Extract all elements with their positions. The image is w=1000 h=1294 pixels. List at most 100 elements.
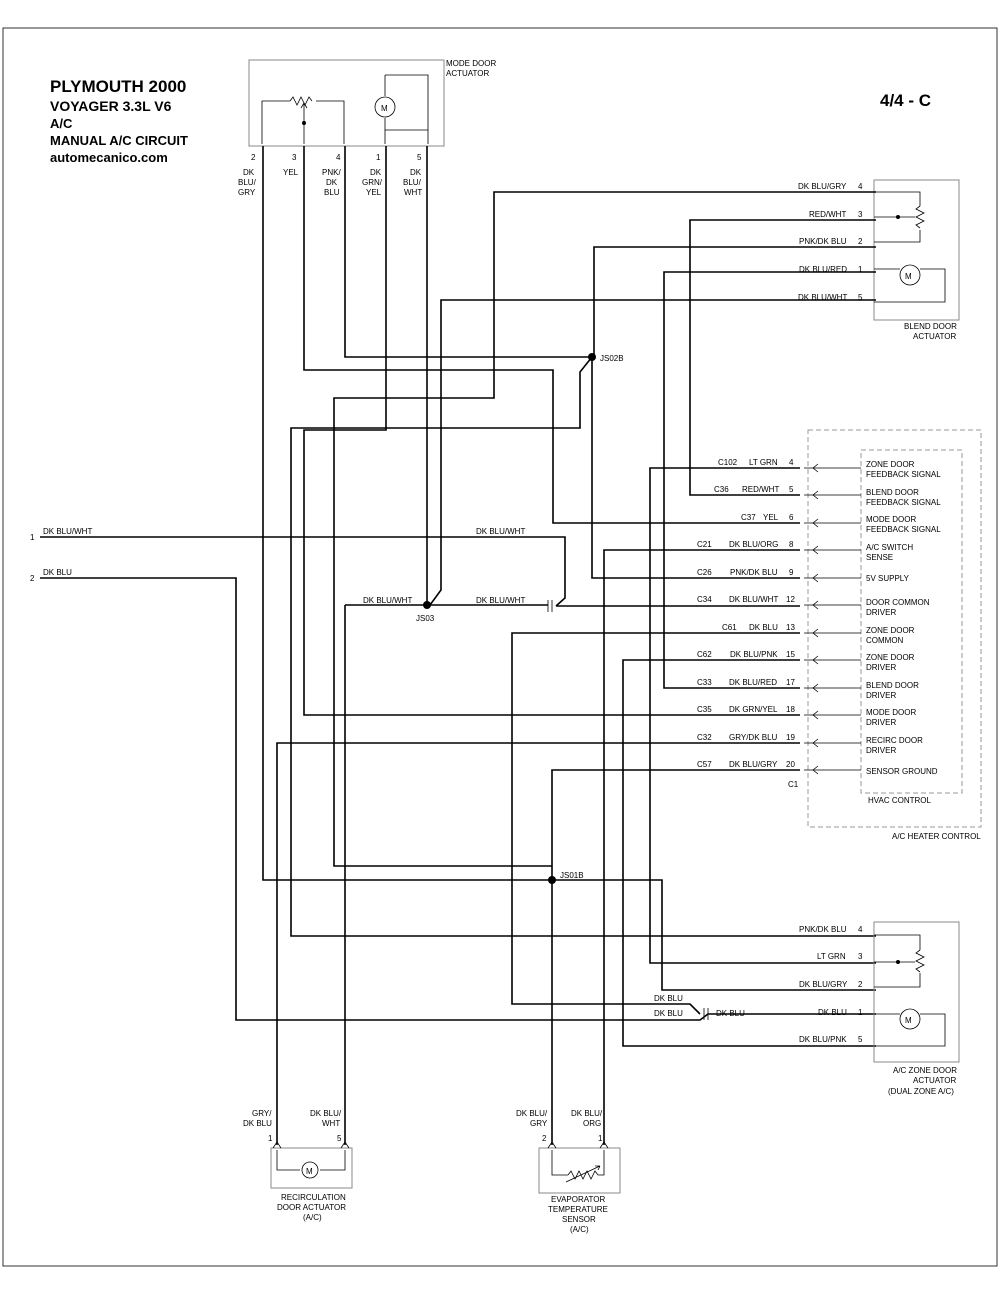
label: DOOR COMMON [866, 598, 930, 607]
label: FEEDBACK SIGNAL [866, 525, 941, 534]
label: C57 [697, 760, 712, 769]
wire-label: DK BLU/ [571, 1109, 603, 1118]
label: DK GRN/YEL [729, 705, 778, 714]
label: C61 [722, 623, 737, 632]
ac-heater-control-box [807, 429, 982, 828]
label: DK BLU/GRY [729, 760, 778, 769]
wire-label: WHT [322, 1119, 340, 1128]
wire-label: YEL [283, 168, 299, 177]
splice-js03: JS03 [416, 614, 435, 623]
zone-door-name3: (DUAL ZONE A/C) [888, 1087, 954, 1096]
label: DRIVER [866, 663, 896, 672]
blend-door-actuator: M [873, 179, 960, 321]
label: C35 [697, 705, 712, 714]
evap-name4: (A/C) [570, 1225, 589, 1234]
mode-pin: 1 [376, 153, 381, 162]
zone-motor-icon [899, 1008, 921, 1030]
recirc-motor-icon [301, 1161, 319, 1179]
mode-door-actuator: MODE DOOR ACTUATOR M [248, 59, 496, 147]
recirc-door-actuator: M [270, 1141, 353, 1189]
label: 20 [786, 760, 795, 769]
label: 19 [786, 733, 795, 742]
label: 9 [789, 568, 794, 577]
label: FEEDBACK SIGNAL [866, 470, 941, 479]
wire-label: GRY [238, 188, 256, 197]
label: MODE DOOR [866, 515, 916, 524]
splice-js02b: JS02B [600, 354, 624, 363]
zone-pin: 3 [858, 952, 863, 961]
splice-js03-dot [423, 601, 431, 609]
evap-name2: TEMPERATURE [548, 1205, 608, 1214]
label: SENSOR GROUND [866, 767, 938, 776]
label: DK BLU [749, 623, 778, 632]
splice-js02b-dot [588, 353, 596, 361]
wire-label: WHT [404, 188, 422, 197]
label: 4 [789, 458, 794, 467]
title-system: A/C [50, 116, 73, 131]
splice-js01b: JS01B [560, 871, 584, 880]
left-conn-wire: DK BLU [43, 568, 72, 577]
page-reference: 4/4 - C [880, 91, 931, 110]
wire-label: DK BLU/ [310, 1109, 342, 1118]
label: C21 [697, 540, 712, 549]
label: 6 [789, 513, 794, 522]
zone-door-actuator: M [873, 921, 960, 1063]
label: C34 [697, 595, 712, 604]
zone-wire: PNK/DK BLU [799, 925, 847, 934]
blend-pin: 3 [858, 210, 863, 219]
motor-label: M [905, 1016, 912, 1025]
title-circuit: MANUAL A/C CIRCUIT [50, 133, 188, 148]
mode-pin: 5 [417, 153, 422, 162]
label: DK BLU/ORG [729, 540, 778, 549]
label: 17 [786, 678, 795, 687]
label: C32 [697, 733, 712, 742]
evap-temp-sensor [538, 1141, 621, 1194]
title-model: VOYAGER 3.3L V6 [50, 98, 172, 114]
motor-label: M [905, 272, 912, 281]
wire-label: PNK/ [322, 168, 341, 177]
label: ZONE DOOR [866, 653, 915, 662]
label: C102 [718, 458, 738, 467]
blend-pin: 2 [858, 237, 863, 246]
blend-wire: DK BLU/GRY [798, 182, 847, 191]
label: 8 [789, 540, 794, 549]
label: 15 [786, 650, 795, 659]
wire-label: DK BLU [243, 1119, 272, 1128]
label: 12 [786, 595, 795, 604]
wire-label: GRY [530, 1119, 548, 1128]
wire-label: ORG [583, 1119, 601, 1128]
mode-door-name2: ACTUATOR [446, 69, 489, 78]
zone-wire: LT GRN [817, 952, 846, 961]
motor-label: M [381, 104, 388, 113]
evap-name3: SENSOR [562, 1215, 596, 1224]
blend-wire: DK BLU/WHT [798, 293, 847, 302]
hvac-row: C57 DK BLU/GRY 20 SENSOR GROUND [697, 760, 938, 776]
wire-label: BLU/ [238, 178, 257, 187]
label: C37 [741, 513, 756, 522]
label: DK BLU/WHT [729, 595, 778, 604]
wire-label: DK [243, 168, 255, 177]
wire-label: DK BLU/WHT [363, 596, 412, 605]
recirc-name1: RECIRCULATION [281, 1193, 346, 1202]
blend-door-name1: BLEND DOOR [904, 322, 957, 331]
ac-heater-control-label: A/C HEATER CONTROL [892, 832, 981, 841]
label: GRY/DK BLU [729, 733, 778, 742]
zone-wire: DK BLU [818, 1008, 847, 1017]
zone-door-name1: A/C ZONE DOOR [893, 1066, 957, 1075]
wire-label: DK BLU/WHT [476, 527, 525, 536]
label: SENSE [866, 553, 893, 562]
hvac-control-label: HVAC CONTROL [868, 796, 932, 805]
label: RED/WHT [742, 485, 779, 494]
label: DRIVER [866, 691, 896, 700]
label: LT GRN [749, 458, 778, 467]
page-frame [2, 27, 998, 1267]
mode-pin: 2 [251, 153, 256, 162]
label: DRIVER [866, 608, 896, 617]
left-conn-wire: DK BLU/WHT [43, 527, 92, 536]
